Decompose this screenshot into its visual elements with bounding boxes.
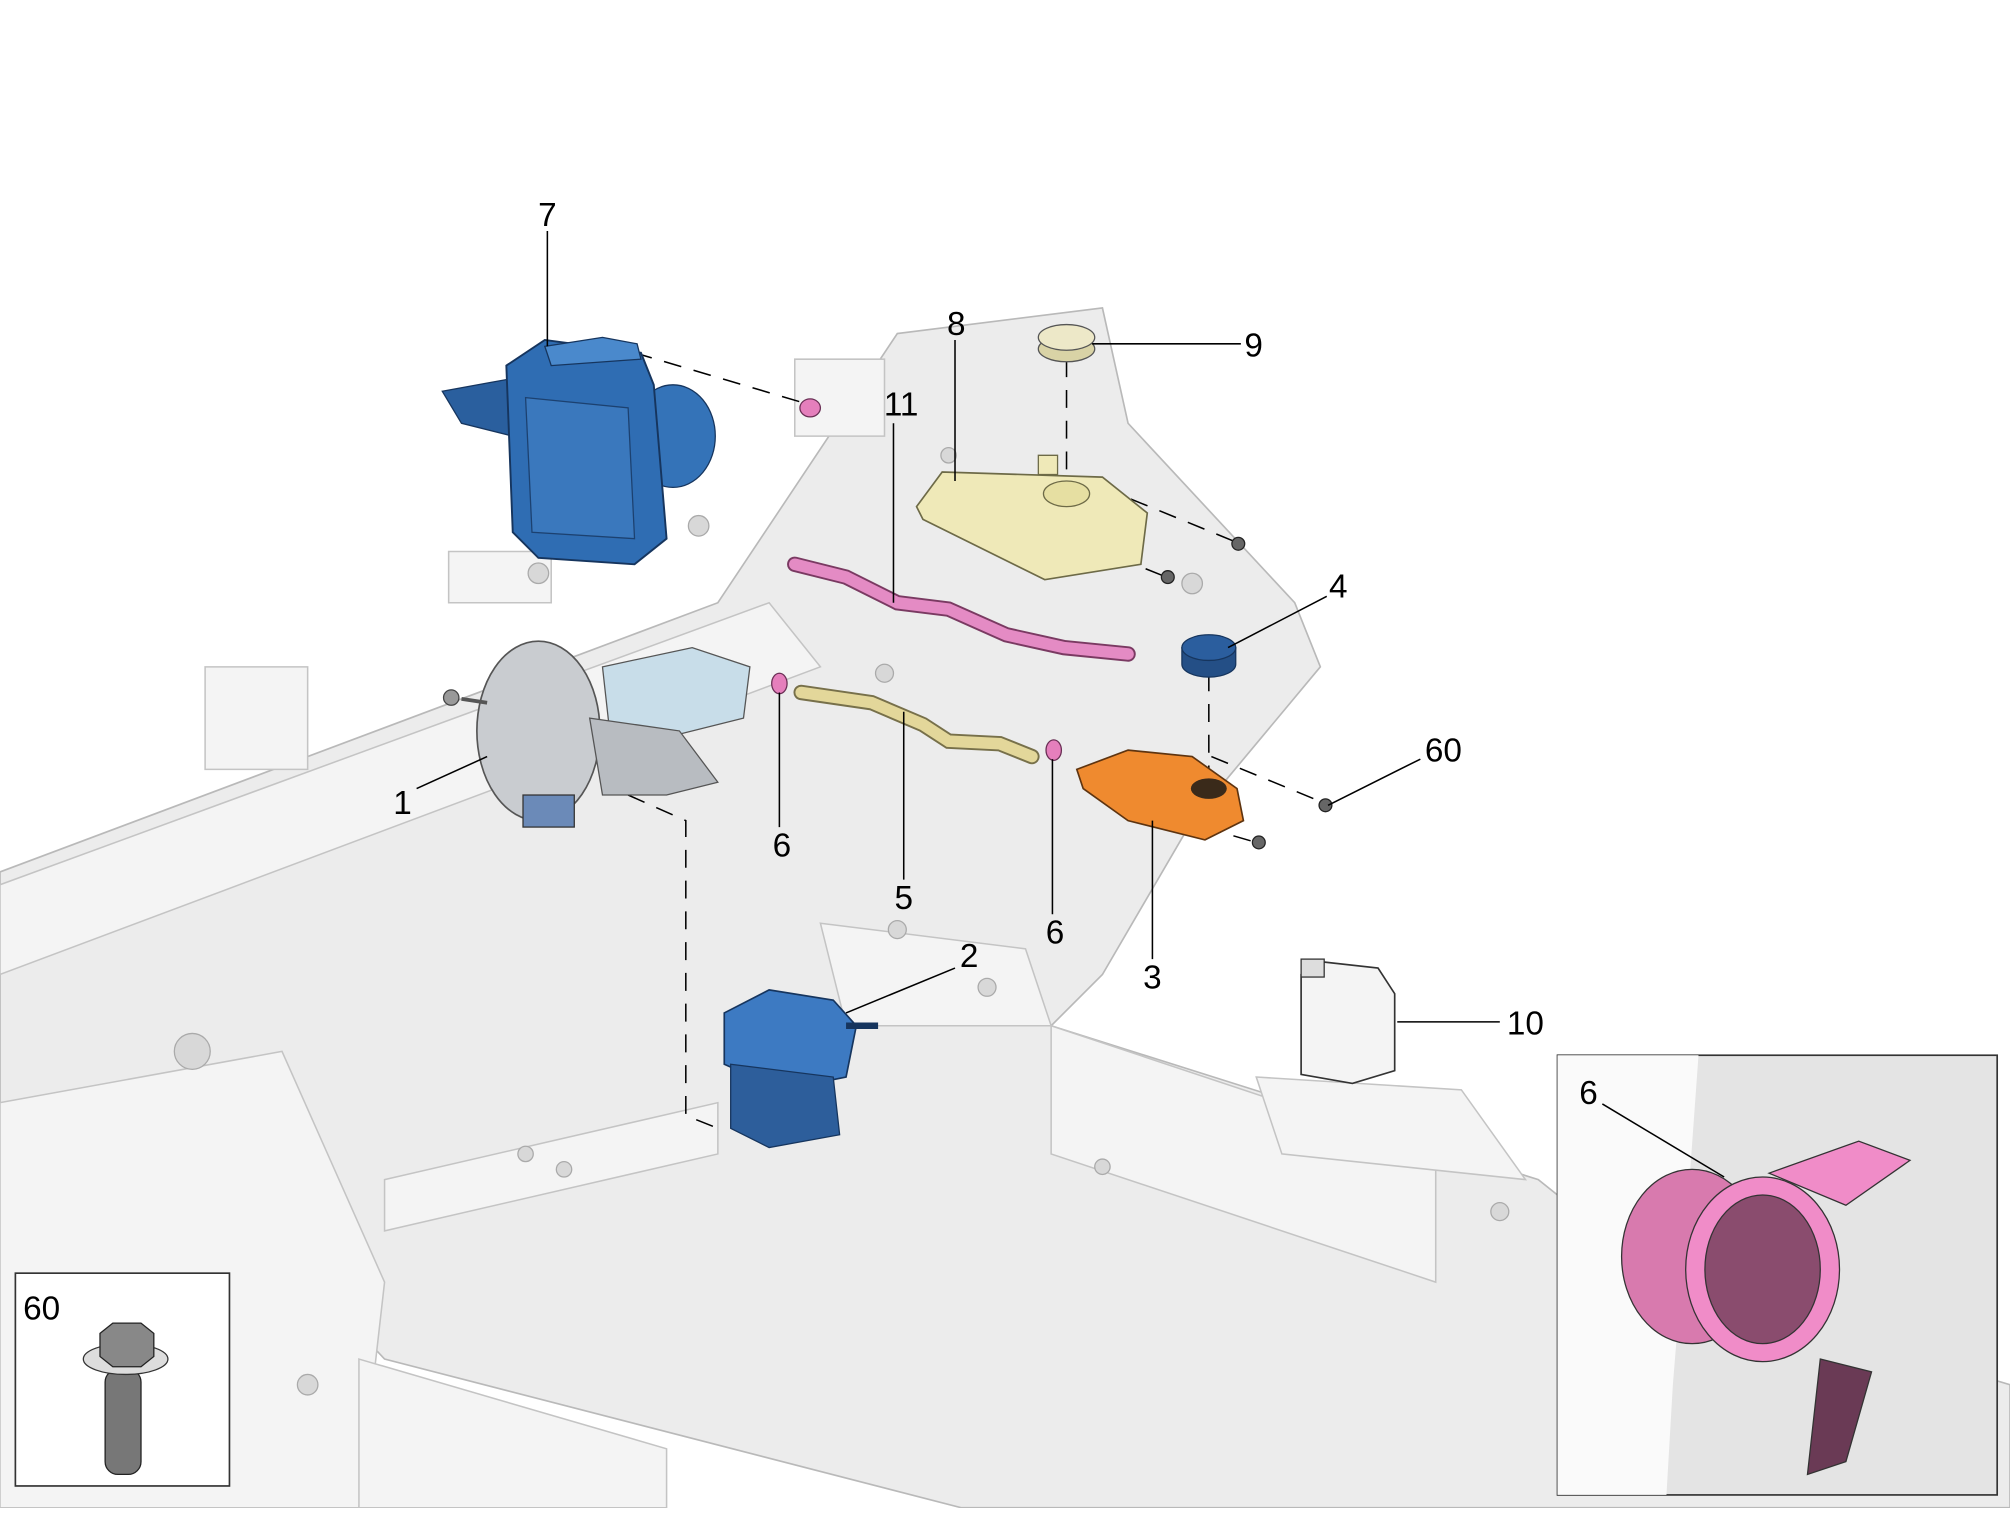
abs-hydraulic-unit[interactable]	[441, 336, 716, 566]
callout-labels: 7 8 9 11 4 60 1 6 5 6 2 3 10	[393, 197, 1544, 1043]
callout-6: 6	[1046, 915, 1065, 952]
callout-5: 5	[894, 880, 913, 917]
pink-hose-fill	[789, 558, 1134, 660]
callout-10: 10	[1507, 1006, 1544, 1043]
reservoir-cap-blue[interactable]	[1181, 634, 1237, 678]
hose-clamp[interactable]	[771, 672, 788, 695]
callout-7: 7	[538, 197, 557, 234]
brake-fluid-container[interactable]	[1300, 958, 1396, 1085]
brake-fluid-reservoir[interactable]	[915, 454, 1149, 581]
callout-2: 2	[960, 938, 979, 975]
orange-reservoir[interactable]	[1075, 749, 1245, 841]
leader-lines	[416, 230, 1500, 1023]
callout-3: 3	[1143, 960, 1162, 997]
callout-4: 4	[1329, 569, 1348, 606]
bolt[interactable]	[1231, 536, 1246, 551]
callout-11: 11	[884, 387, 919, 424]
inset-bolt-label: 60	[23, 1290, 60, 1327]
reservoir-cap[interactable]	[1037, 323, 1096, 363]
bolt[interactable]	[1160, 570, 1175, 585]
master-cylinder-reservoir[interactable]	[723, 989, 879, 1149]
bolt[interactable]	[1318, 798, 1333, 813]
callout-6: 6	[773, 828, 792, 865]
inset-bolt-detail: 60	[14, 1272, 231, 1487]
inset-clamp-detail: 6	[1556, 1054, 1999, 1496]
callout-1: 1	[393, 785, 412, 822]
callout-60: 60	[1425, 733, 1462, 770]
callout-8: 8	[947, 306, 966, 343]
hose-clamp[interactable]	[1045, 739, 1063, 762]
bolt[interactable]	[1251, 835, 1266, 850]
inset-clamp-label: 6	[1579, 1075, 1598, 1112]
callout-9: 9	[1244, 328, 1263, 365]
clip-upper[interactable]	[799, 398, 822, 418]
yellow-hose-fill	[795, 686, 1038, 763]
brake-booster-master-cylinder[interactable]	[442, 640, 751, 828]
